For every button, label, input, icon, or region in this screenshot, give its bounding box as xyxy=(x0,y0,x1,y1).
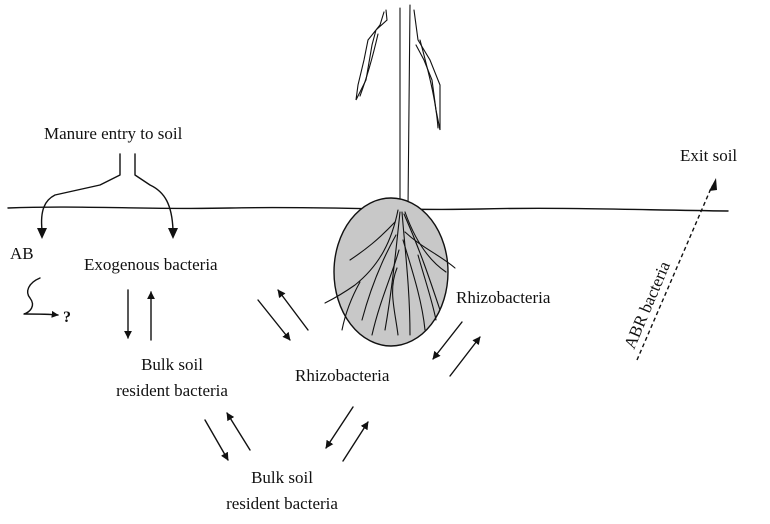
arrow-bulk-left-to-bulk-bottom xyxy=(205,420,228,460)
arrow-bulk-bottom-to-rhizobacteria xyxy=(343,422,368,461)
label-manure-entry: Manure entry to soil xyxy=(44,124,183,143)
label-exit-soil: Exit soil xyxy=(680,146,737,165)
label-bulk-soil-bottom-1: Bulk soil xyxy=(251,468,313,487)
arrow-rhizobacteria-to-rhizosphere xyxy=(450,337,480,376)
arrow-exogenous-to-rhizobacteria xyxy=(258,300,290,340)
plant-shoot xyxy=(356,5,440,208)
exit-soil-dashed-arrow xyxy=(637,186,712,360)
ab-squiggle-arrow xyxy=(24,278,58,315)
label-exogenous-bacteria: Exogenous bacteria xyxy=(84,255,218,274)
exit-soil-arrowhead xyxy=(709,178,717,191)
arrow-bulk-bottom-to-bulk-left xyxy=(227,413,250,450)
arrow-rhizobacteria-to-bulk-bottom xyxy=(326,407,353,448)
label-bulk-soil-left-1: Bulk soil xyxy=(141,355,203,374)
rhizosphere-ellipse xyxy=(334,198,448,346)
label-bulk-soil-left-2: resident bacteria xyxy=(116,381,228,400)
arrow-rhizosphere-to-rhizobacteria xyxy=(433,322,462,359)
manure-entry-arrows xyxy=(37,154,178,239)
label-question-mark: ? xyxy=(63,309,71,326)
label-ab: AB xyxy=(10,244,34,263)
arrow-rhizobacteria-to-exogenous xyxy=(278,290,308,330)
label-rhizobacteria-center: Rhizobacteria xyxy=(295,366,390,385)
label-bulk-soil-bottom-2: resident bacteria xyxy=(226,494,338,513)
label-rhizobacteria-rhizosphere: Rhizobacteria xyxy=(456,288,551,307)
